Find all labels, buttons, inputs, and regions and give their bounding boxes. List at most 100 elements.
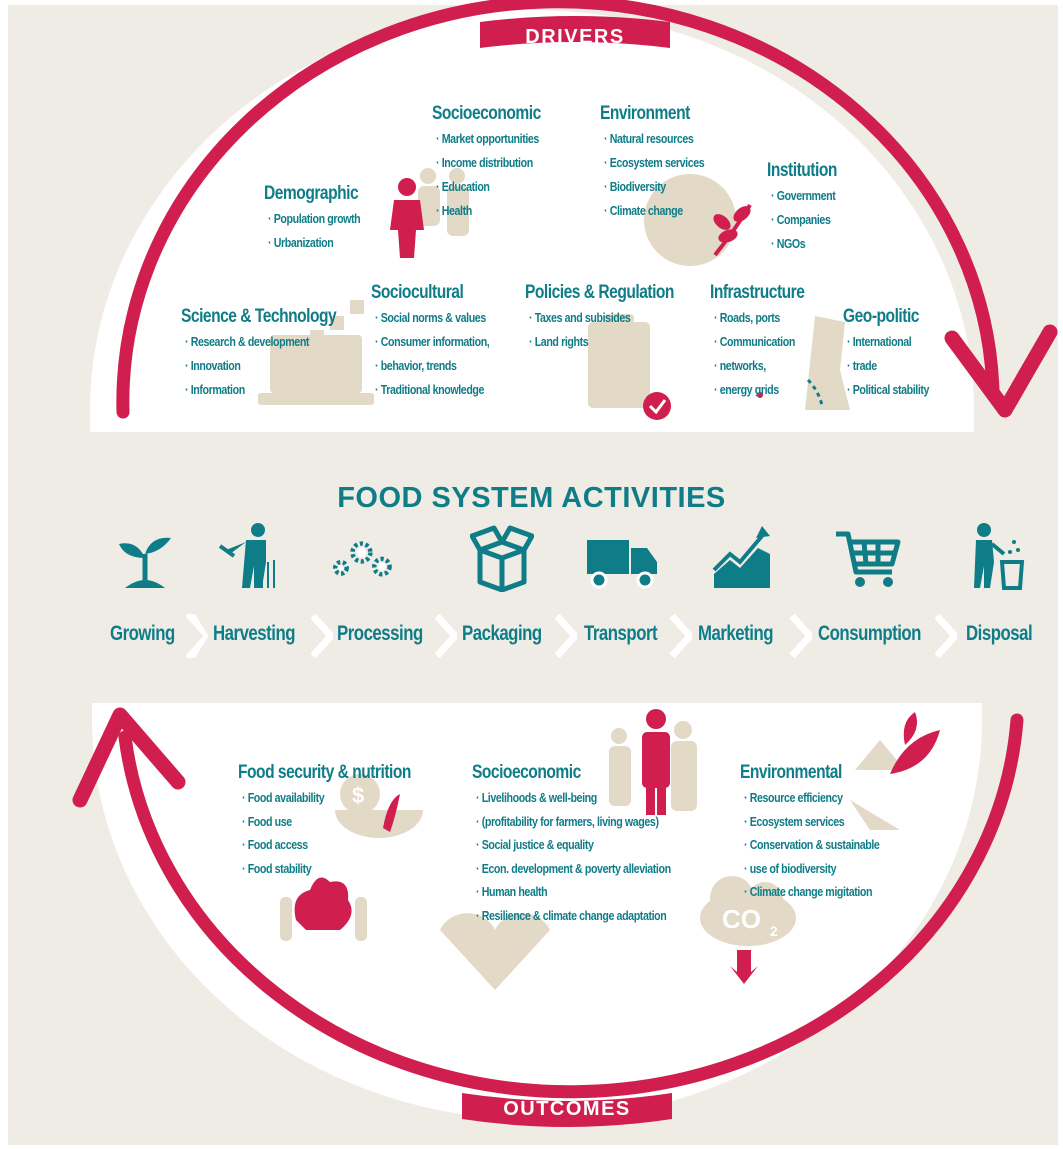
list-item: Innovation [185,354,337,378]
list-item: Consumer information, [375,330,490,354]
outcome-socioeconomic: Socioeconomic Livelihoods & well-being (… [472,762,713,927]
list-item: Econ. development & poverty alleviation [476,857,671,881]
leaf-icon [890,730,940,774]
food-bowl-icon [294,877,352,930]
outcomes-banner-text: OUTCOMES [503,1098,631,1120]
drivers-arrowhead [944,324,1058,418]
seedling-icon [119,537,171,588]
outcomes-arrowhead [72,707,186,808]
list-item: Human health [476,880,671,904]
demographic-person-icon [398,178,416,196]
list-item: Ecosystem services [744,810,879,834]
co2-subscript: 2 [770,923,778,939]
list-item: Information [185,378,337,402]
group-title: Food security & nutrition [238,762,411,783]
list-item: Roads, ports [714,306,805,330]
drivers-banner-text: DRIVERS [525,26,624,48]
driver-science-technology: Science & Technology Research & developm… [181,306,370,402]
stage-growing: Growing [110,622,175,645]
activities-title: FOOD SYSTEM ACTIVITIES [337,482,726,514]
list-item: (profitability for farmers, living wages… [476,810,671,834]
list-item: Taxes and subisides [529,306,675,330]
chevron-right-icon [435,614,457,658]
group-title: Infrastructure [710,282,805,303]
list-item: Food stability [242,857,412,881]
list-item: Land rights [529,330,675,354]
driver-geo-politic: Geo-politic International trade Politica… [843,306,947,402]
list-item: Income distribution [436,151,541,175]
list-item: Biodiversity [604,175,704,199]
drivers-arc [116,0,1000,419]
list-item: Communication [714,330,805,354]
driver-environment: Environment Natural resources Ecosystem … [600,103,726,223]
list-item: use of biodiversity [744,857,879,881]
chevron-right-icon [311,614,333,658]
group-title: Environment [600,103,690,124]
group-title: Geo-politic [843,306,919,327]
outcome-environmental: Environmental Resource efficiency Ecosys… [740,762,909,904]
list-item: Social norms & values [375,306,489,330]
drivers-banner: DRIVERS [480,16,670,48]
list-item: Health [436,199,541,223]
box-icon [470,525,534,592]
farmer-harvesting-icon [218,523,275,588]
outcomes-arc [118,713,1024,1099]
list-item: Population growth [268,207,361,231]
driver-sociocultural: Sociocultural Social norms & values Cons… [371,282,514,402]
red-icons [294,178,940,984]
list-item: International [847,330,929,354]
list-item: Food availability [242,786,412,810]
list-item: Social justice & equality [476,833,671,857]
chevron-right-icon [186,614,208,658]
group-title: Institution [767,160,837,181]
outcome-food-security: Food security & nutrition Food availabil… [238,762,449,880]
chevron-right-icon [555,614,577,658]
list-item: networks, [714,354,805,378]
heart-icon [440,913,550,990]
outcomes-banner: OUTCOMES [462,1093,672,1127]
stage-transport: Transport [584,622,658,645]
list-item: trade [847,354,929,378]
driver-demographic: Demographic Population growth Urbanizati… [264,183,381,255]
list-item: Climate change [604,199,704,223]
list-item: Education [436,175,541,199]
check-badge-icon [643,392,671,420]
stage-marketing: Marketing [698,622,774,645]
list-item: Conservation & sustainable [744,833,880,857]
list-item: Research & development [185,330,337,354]
group-title: Environmental [740,762,842,783]
stage-packaging: Packaging [462,622,542,645]
stage-processing: Processing [337,622,423,645]
stage-consumption: Consumption [818,622,921,645]
recycle-icon [850,740,905,830]
driver-policies-regulation: Policies & Regulation Taxes and subiside… [525,282,707,354]
chevron-right-icon [670,614,692,658]
group-title: Demographic [264,183,359,204]
list-item: Government [771,184,838,208]
stage-disposal: Disposal [966,622,1033,645]
list-item: NGOs [771,232,838,256]
outcomes-person-icon [646,709,666,729]
group-title: Policies & Regulation [525,282,674,303]
growth-chart-icon [712,526,770,588]
chevron-right-icon [935,614,957,658]
list-item: Food access [242,833,412,857]
group-title: Socioeconomic [432,103,541,124]
driver-infrastructure: Infrastructure Roads, ports Communicatio… [710,282,825,402]
list-item: Resource efficiency [744,786,879,810]
driver-institution: Institution Government Companies NGOs [767,160,852,256]
co2-text: CO [722,904,761,934]
group-title: Sociocultural [371,282,464,303]
chevron-right-icon [790,614,812,658]
list-item: Livelihoods & well-being [476,786,671,810]
list-item: Natural resources [604,127,704,151]
list-item: Ecosystem services [604,151,705,175]
list-item: Urbanization [268,231,360,255]
list-item: energy grids [714,378,805,402]
list-item: Companies [771,208,838,232]
list-item: Climate change migitation [744,880,879,904]
road-icon [806,378,824,406]
list-item: Political stability [847,378,930,402]
group-title: Socioeconomic [472,762,581,783]
